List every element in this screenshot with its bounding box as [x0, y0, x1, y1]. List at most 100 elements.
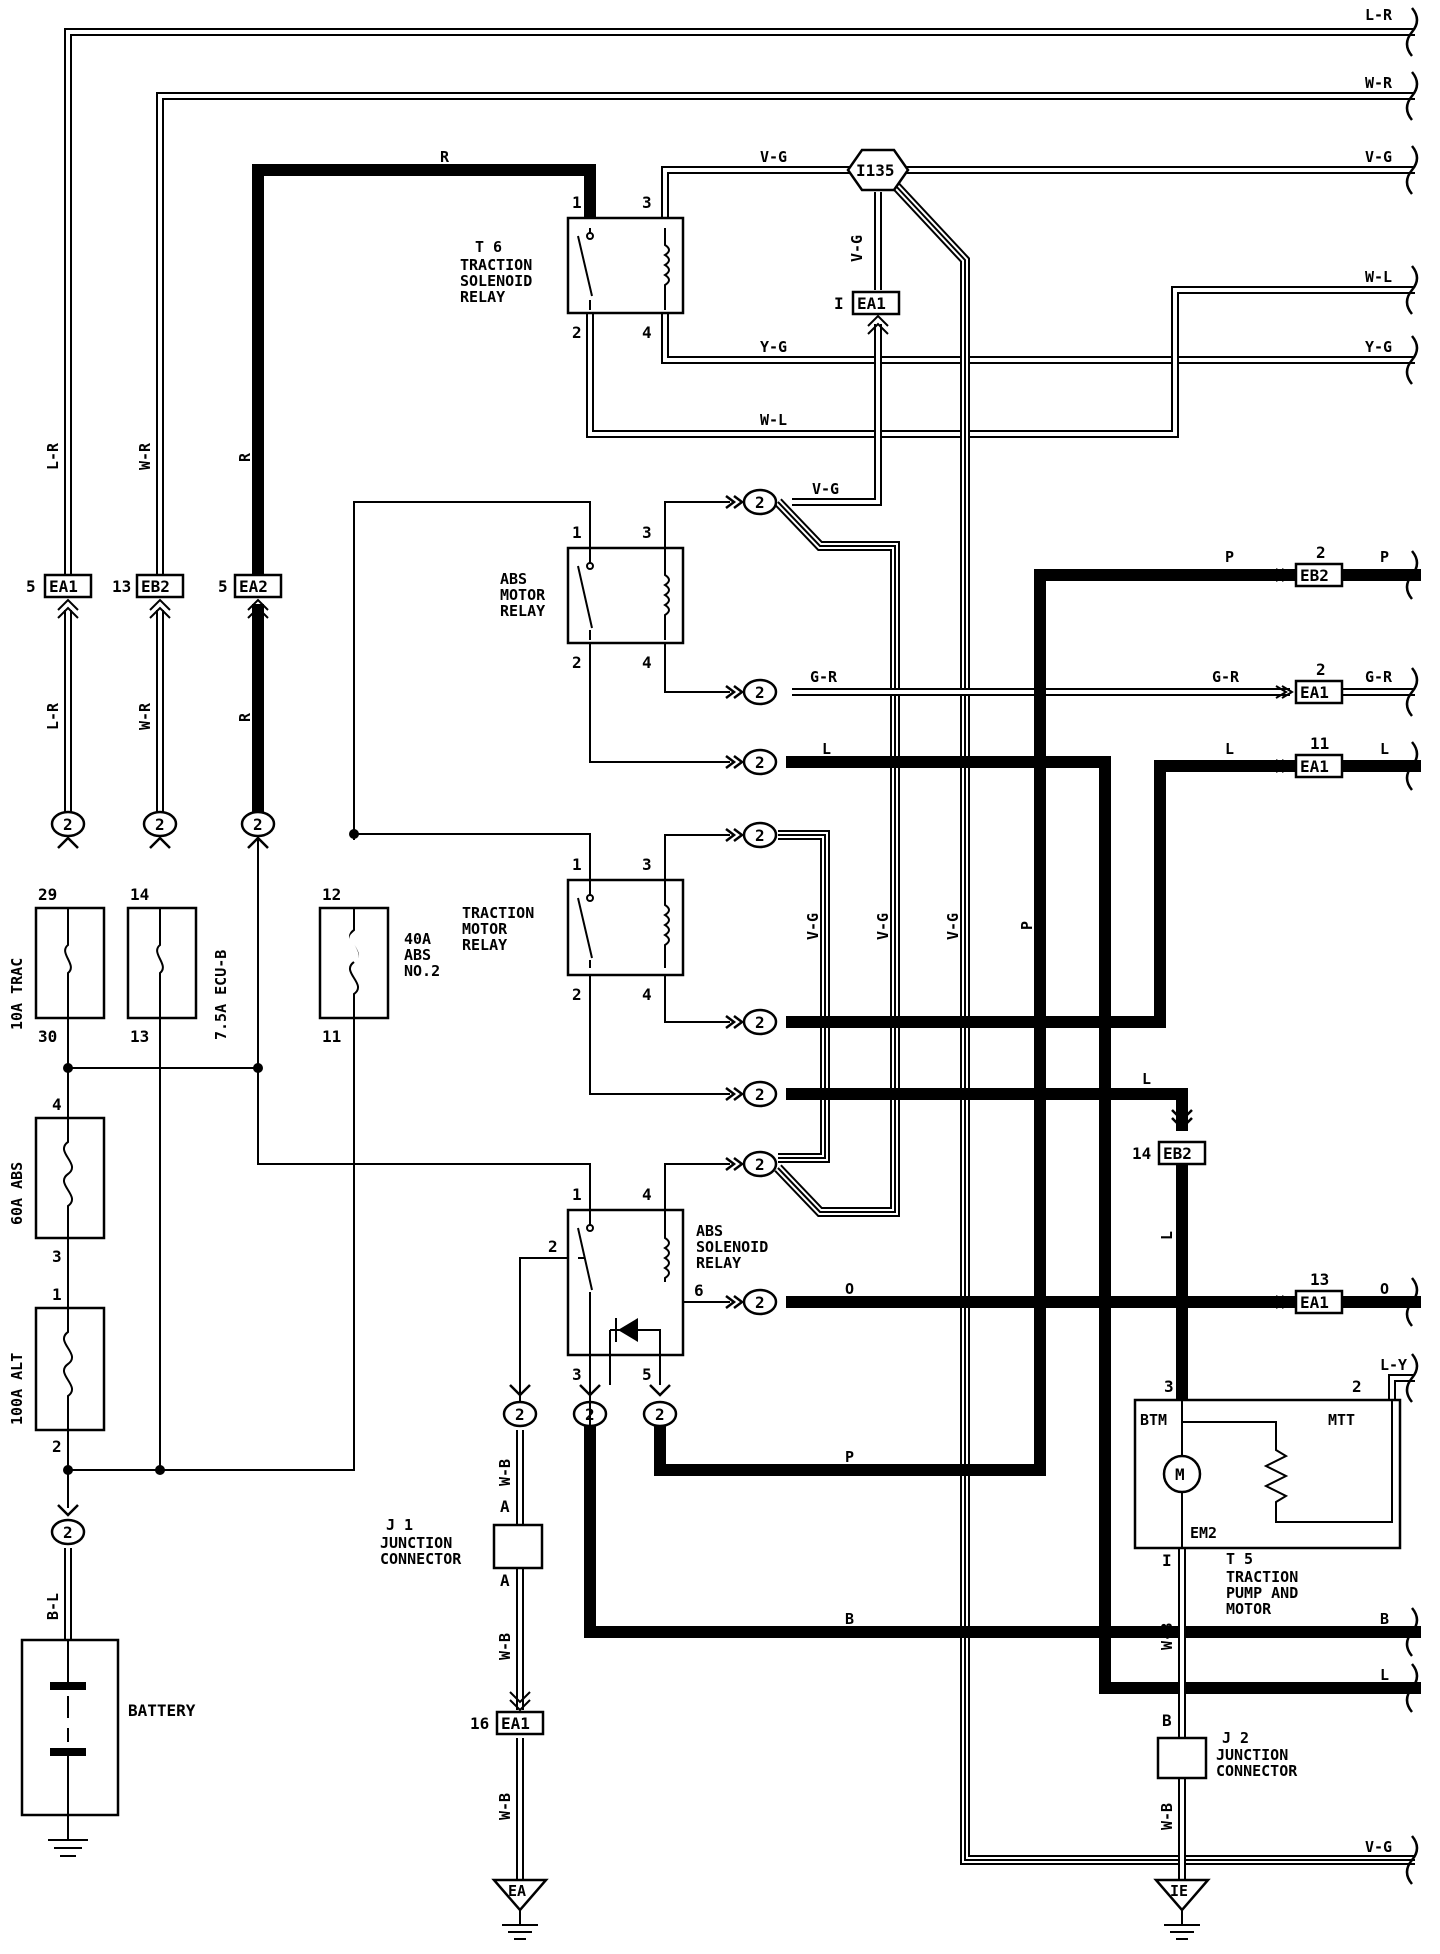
svg-text:29: 29 — [38, 885, 57, 904]
svg-text:2: 2 — [52, 1437, 62, 1456]
svg-text:A: A — [500, 1571, 510, 1590]
svg-text:EM2: EM2 — [1190, 1524, 1217, 1542]
svg-text:2: 2 — [1352, 1377, 1362, 1396]
svg-text:60A ABS: 60A ABS — [8, 1162, 26, 1225]
svg-text:3: 3 — [642, 855, 652, 874]
svg-text:30: 30 — [38, 1027, 57, 1046]
svg-text:5: 5 — [26, 577, 36, 596]
svg-text:3: 3 — [572, 1365, 582, 1384]
svg-text:CONNECTOR: CONNECTOR — [1216, 1762, 1298, 1780]
oval-2-wr: 2 — [142, 810, 178, 838]
svg-text:W-B: W-B — [496, 1793, 514, 1820]
svg-text:B-L: B-L — [44, 1593, 62, 1620]
svg-text:MTT: MTT — [1328, 1411, 1355, 1429]
svg-text:W-B: W-B — [496, 1459, 514, 1486]
svg-text:L-Y: L-Y — [1380, 1356, 1407, 1374]
svg-text:R: R — [236, 452, 254, 462]
svg-text:2: 2 — [755, 1155, 765, 1174]
svg-text:CONNECTOR: CONNECTOR — [380, 1550, 462, 1568]
svg-text:W-R: W-R — [136, 442, 154, 470]
svg-text:2: 2 — [253, 815, 263, 834]
svg-text:ABS: ABS — [696, 1222, 723, 1240]
fuse-7-5a-ecu-b: 14 13 7.5A ECU-B — [126, 885, 230, 1046]
svg-text:B: B — [1162, 1711, 1172, 1730]
j1-junction-connector: A A J 1 JUNCTION CONNECTOR — [380, 1497, 544, 1590]
svg-text:P: P — [1018, 921, 1036, 930]
svg-text:IE: IE — [1170, 1882, 1188, 1900]
oval-2-lr: 2 — [50, 810, 86, 838]
svg-text:Y-G: Y-G — [760, 338, 787, 356]
svg-text:EA1: EA1 — [49, 577, 78, 596]
svg-text:1: 1 — [572, 855, 582, 874]
svg-text:J 1: J 1 — [386, 1516, 413, 1534]
svg-text:T 6: T 6 — [475, 238, 502, 256]
svg-text:7.5A ECU-B: 7.5A ECU-B — [212, 950, 230, 1040]
svg-text:MOTOR: MOTOR — [500, 586, 546, 604]
svg-text:EB2: EB2 — [141, 577, 170, 596]
svg-text:EA1: EA1 — [501, 1714, 530, 1733]
svg-text:L: L — [1380, 740, 1389, 758]
wire-v-g-top — [661, 166, 1415, 228]
svg-text:5: 5 — [642, 1365, 652, 1384]
right-connectors: EB2 2 EA1 2 EA1 11 EA1 13 EB2 1 4 EA1 16 — [470, 543, 1344, 1736]
svg-text:V-G: V-G — [874, 913, 892, 940]
svg-text:2: 2 — [755, 753, 765, 772]
svg-text:1: 1 — [572, 523, 582, 542]
svg-text:B: B — [845, 1610, 854, 1628]
svg-text:2: 2 — [548, 1237, 558, 1256]
oval-connectors: 2 2 2 2 2 2 2 2 2 2 2 2 2 2 2 — [50, 488, 778, 1546]
svg-text:J 2: J 2 — [1222, 1729, 1249, 1747]
svg-text:4: 4 — [642, 1185, 652, 1204]
svg-text:RELAY: RELAY — [462, 936, 507, 954]
svg-text:B: B — [1380, 1610, 1389, 1628]
svg-text:I135: I135 — [856, 161, 895, 180]
svg-text:EA1: EA1 — [1300, 683, 1329, 702]
svg-text:Y-G: Y-G — [1365, 338, 1392, 356]
svg-text:2: 2 — [755, 493, 765, 512]
svg-text:JUNCTION: JUNCTION — [380, 1534, 452, 1552]
svg-text:V-G: V-G — [812, 480, 839, 498]
svg-text:MOTOR: MOTOR — [1226, 1600, 1272, 1618]
svg-text:EA1: EA1 — [1300, 1293, 1329, 1312]
svg-text:EA2: EA2 — [239, 577, 268, 596]
svg-text:EA: EA — [508, 1882, 526, 1900]
abs-motor-relay: 1 3 2 4 ABS MOTOR RELAY — [500, 523, 685, 672]
svg-text:2: 2 — [755, 826, 765, 845]
svg-text:6: 6 — [694, 1281, 704, 1300]
wire-terminations — [1405, 7, 1419, 1885]
svg-text:2: 2 — [655, 1405, 665, 1424]
svg-text:10A TRAC: 10A TRAC — [8, 958, 26, 1030]
svg-text:EB2: EB2 — [1300, 566, 1329, 585]
oval-2-battery: 2 — [50, 1518, 86, 1546]
svg-text:JUNCTION: JUNCTION — [1216, 1746, 1288, 1764]
svg-text:EA1: EA1 — [1300, 757, 1329, 776]
svg-text:3: 3 — [642, 193, 652, 212]
svg-text:13: 13 — [1310, 1270, 1329, 1289]
svg-text:G-R: G-R — [810, 668, 838, 686]
svg-text:I: I — [834, 294, 844, 313]
svg-text:11: 11 — [1310, 734, 1329, 753]
traction-motor-relay: 1 3 2 4 TRACTION MOTOR RELAY — [462, 855, 685, 1004]
svg-text:16: 16 — [470, 1714, 489, 1733]
svg-text:R: R — [440, 148, 450, 166]
wire-l-r — [64, 28, 1415, 578]
svg-text:SOLENOID: SOLENOID — [460, 272, 532, 290]
abs-solenoid-relay: 1 4 2 6 3 5 ABS SOLENOID RELAY — [548, 1185, 768, 1430]
svg-text:L: L — [1158, 1231, 1176, 1240]
fuse-10a-trac: 29 30 10A TRAC — [8, 885, 106, 1046]
svg-text:TRACTION: TRACTION — [1226, 1568, 1298, 1586]
wire-r — [252, 164, 596, 586]
svg-text:O: O — [845, 1280, 854, 1298]
svg-text:2: 2 — [63, 1523, 73, 1542]
battery: BATTERY — [20, 1638, 196, 1857]
svg-text:G-R: G-R — [1365, 668, 1393, 686]
i135-connector: I135 — [846, 148, 910, 192]
svg-text:11: 11 — [322, 1027, 341, 1046]
oval-2-r: 2 — [240, 810, 276, 838]
svg-text:EB2: EB2 — [1163, 1144, 1192, 1163]
svg-text:P: P — [1380, 548, 1389, 566]
svg-text:W-L: W-L — [1365, 268, 1392, 286]
svg-text:R: R — [236, 712, 254, 722]
svg-text:A: A — [500, 1497, 510, 1516]
